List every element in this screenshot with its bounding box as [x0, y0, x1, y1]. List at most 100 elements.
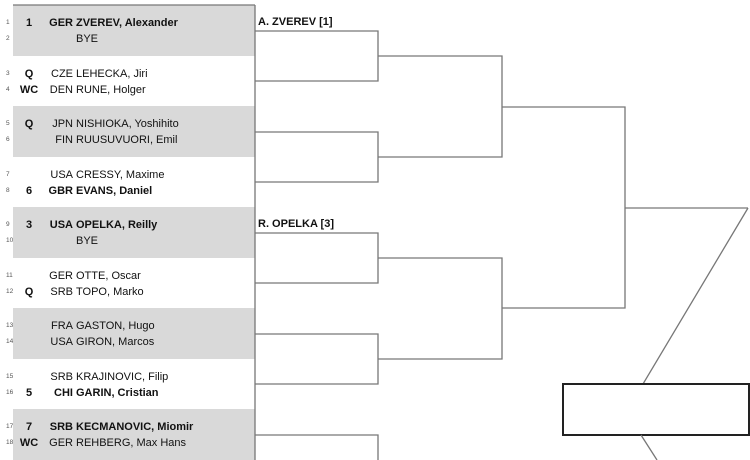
country: SRB	[49, 421, 73, 433]
player-name: NISHIOKA, Yoshihito	[76, 118, 179, 130]
player-name: KRAJINOVIC, Filip	[76, 370, 169, 383]
seed: 6	[25, 184, 33, 197]
player-name: RUNE, Holger	[76, 83, 146, 96]
player-name: BYE	[76, 33, 99, 45]
draw-position: 12	[6, 287, 14, 295]
seed: 3	[25, 219, 33, 231]
draw-position: 17	[6, 423, 14, 430]
seed: WC	[19, 437, 39, 449]
draw-position: 15	[6, 372, 14, 380]
draw-position: 11	[6, 271, 13, 279]
draw-position: 5	[6, 120, 10, 127]
country: GBR	[48, 184, 73, 197]
draw-position: 4	[6, 85, 10, 93]
draw-position: 2	[6, 35, 10, 42]
round2-connector	[378, 257, 503, 360]
draw-position: 7	[6, 170, 10, 178]
draw-position: 1	[6, 19, 10, 26]
player-name: RUUSUVUORI, Emil	[76, 134, 178, 146]
player-row: 10 BYE	[6, 234, 255, 248]
country: CZE	[51, 67, 73, 80]
draw-position: 13	[6, 322, 14, 329]
seed: Q	[24, 118, 34, 130]
player-name: OPELKA, Reilly	[76, 219, 158, 231]
seed: Q	[24, 285, 34, 298]
player-name: REHBERG, Max Hans	[76, 437, 187, 449]
player-name: LEHECKA, Jiri	[76, 67, 148, 80]
country: CHI	[54, 386, 73, 399]
qualifier-diagonal	[642, 207, 749, 385]
country: DEN	[49, 83, 73, 96]
draw-position: 9	[6, 221, 10, 228]
country: GER	[49, 17, 73, 29]
country: USA	[50, 336, 73, 348]
player-name: GARIN, Cristian	[76, 386, 159, 399]
country: USA	[50, 168, 73, 181]
country: GER	[49, 437, 73, 449]
player-name: GIRON, Marcos	[76, 336, 155, 348]
player-name: GASTON, Hugo	[76, 320, 155, 332]
country: FIN	[55, 134, 73, 146]
advancer-label: R. OPELKA [3]	[258, 218, 334, 230]
qualifier-box	[562, 383, 750, 436]
country: SRB	[50, 370, 73, 383]
country: USA	[49, 219, 73, 231]
round1-connector	[255, 333, 379, 385]
player-name: EVANS, Daniel	[76, 184, 153, 197]
player-row: 2 BYE	[6, 32, 255, 46]
country: SRB	[50, 285, 73, 298]
seed: 5	[25, 386, 33, 399]
round1-connector	[255, 434, 379, 460]
seed: Q	[24, 67, 34, 80]
player-name: BYE	[76, 235, 99, 247]
country: GER	[49, 269, 73, 282]
player-name: OTTE, Oscar	[76, 269, 141, 282]
draw-position: 6	[6, 136, 10, 143]
round1-connector	[255, 131, 379, 183]
player-name: ZVEREV, Alexander	[76, 17, 178, 29]
seed: 1	[25, 17, 33, 29]
seed: 7	[25, 421, 33, 433]
draw-position: 8	[6, 186, 10, 194]
draw-position: 14	[6, 338, 14, 345]
advancer-label: A. ZVEREV [1]	[258, 16, 333, 28]
qualifier-diagonal	[640, 434, 658, 460]
player-name: CRESSY, Maxime	[76, 168, 165, 181]
round1-connector	[255, 232, 379, 284]
round1-connector	[255, 30, 379, 82]
round3-connector	[502, 106, 626, 309]
country: JPN	[52, 118, 73, 130]
draw-position: 16	[6, 388, 14, 396]
draw-position: 10	[6, 237, 14, 244]
draw-position: 18	[6, 439, 14, 446]
player-name: TOPO, Marko	[76, 285, 144, 298]
player-name: KECMANOVIC, Miomir	[76, 421, 194, 433]
seed: WC	[19, 83, 39, 96]
country: FRA	[51, 320, 73, 332]
